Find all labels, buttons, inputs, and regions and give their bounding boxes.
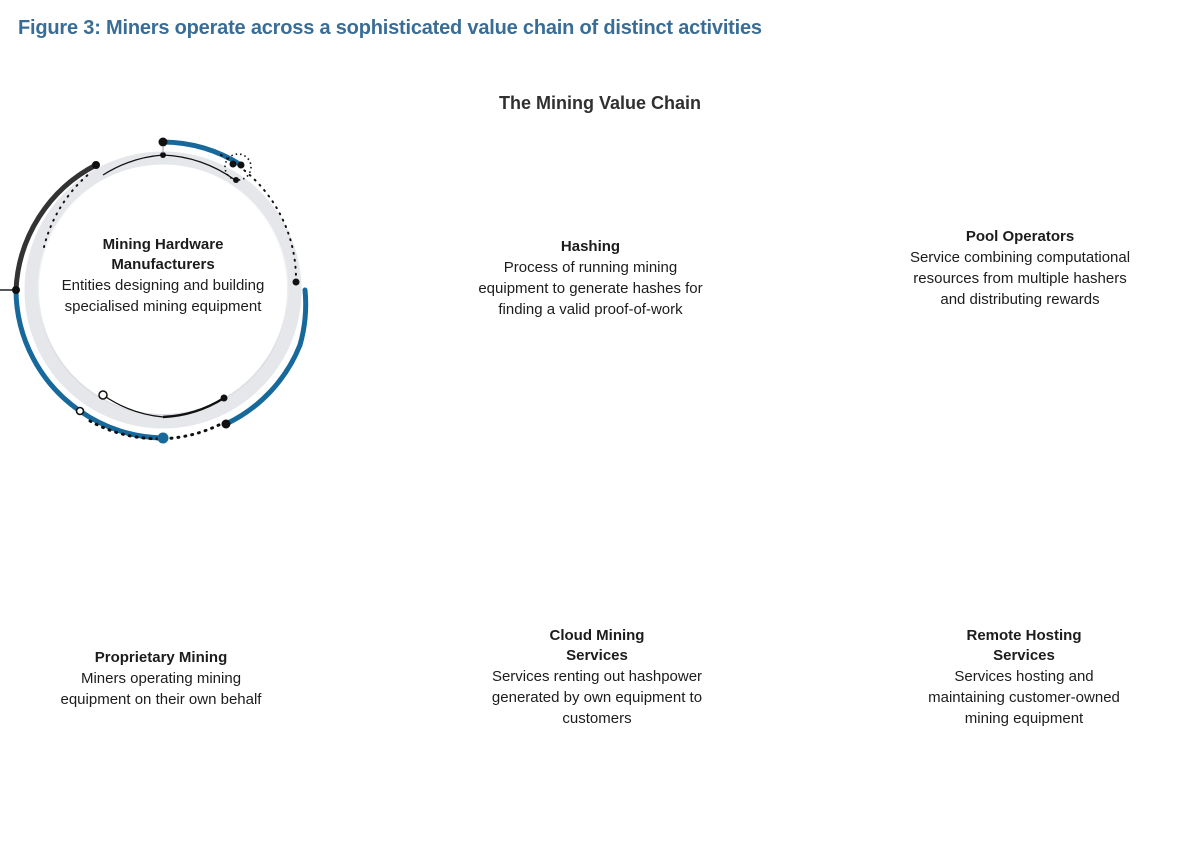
node-dot (75, 406, 85, 416)
arc-blue (13, 287, 83, 414)
arc-thick-inner (162, 396, 225, 419)
target-ring (224, 153, 252, 181)
node-dot (292, 278, 300, 286)
arc-dark (13, 162, 99, 293)
node-dot-accent (157, 432, 169, 444)
arc-thin (102, 154, 164, 176)
node-dot (92, 161, 100, 169)
arc-dotted (43, 172, 91, 248)
node-dot (98, 390, 108, 400)
node-mining-hardware-manufacturers[interactable] (0, 137, 309, 444)
chart-subtitle: The Mining Value Chain (498, 93, 702, 113)
node-dot (233, 177, 239, 183)
arc-blue (77, 408, 166, 441)
arc-thin (162, 154, 236, 181)
node-dot (158, 137, 168, 147)
node-dot (160, 152, 166, 158)
figure-title: Figure 3: Miners operate across a sophis… (18, 17, 762, 39)
arc-dotted (220, 154, 298, 281)
node-dot (237, 161, 245, 169)
node-dot (221, 419, 231, 429)
arc-blue (223, 342, 303, 427)
node-dot (220, 394, 228, 402)
arc-blue (297, 287, 309, 348)
node-dot (229, 160, 237, 168)
